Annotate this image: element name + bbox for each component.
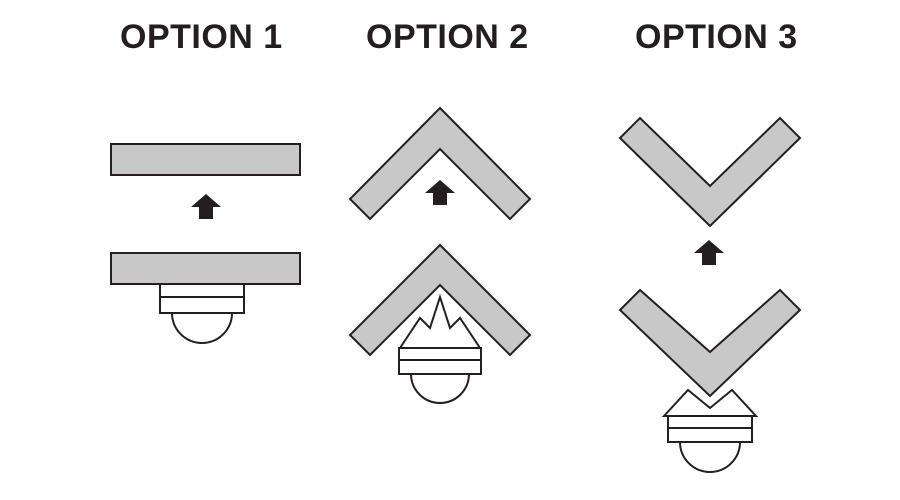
option-2-surface-bottom [348, 243, 532, 357]
up-arrow-icon [694, 240, 724, 265]
option-2-figure [348, 106, 532, 404]
option-1-title: OPTION 1 [120, 18, 283, 56]
dome-camera-icon [398, 293, 482, 404]
option-3-figure [618, 116, 802, 473]
option-2-title: OPTION 2 [366, 18, 529, 56]
option-3-surface-top [618, 116, 802, 228]
dome-camera-icon [159, 283, 245, 344]
option-1-surface-top [110, 143, 301, 176]
option-1-figure [110, 143, 301, 344]
option-3-surface-bottom [618, 288, 802, 398]
option-1-surface-bottom [110, 252, 301, 285]
option-3-title: OPTION 3 [635, 18, 798, 56]
up-arrow-icon [425, 180, 455, 205]
option-2-surface-top [348, 106, 532, 221]
dome-camera-icon [661, 388, 759, 473]
up-arrow-icon [191, 194, 221, 219]
